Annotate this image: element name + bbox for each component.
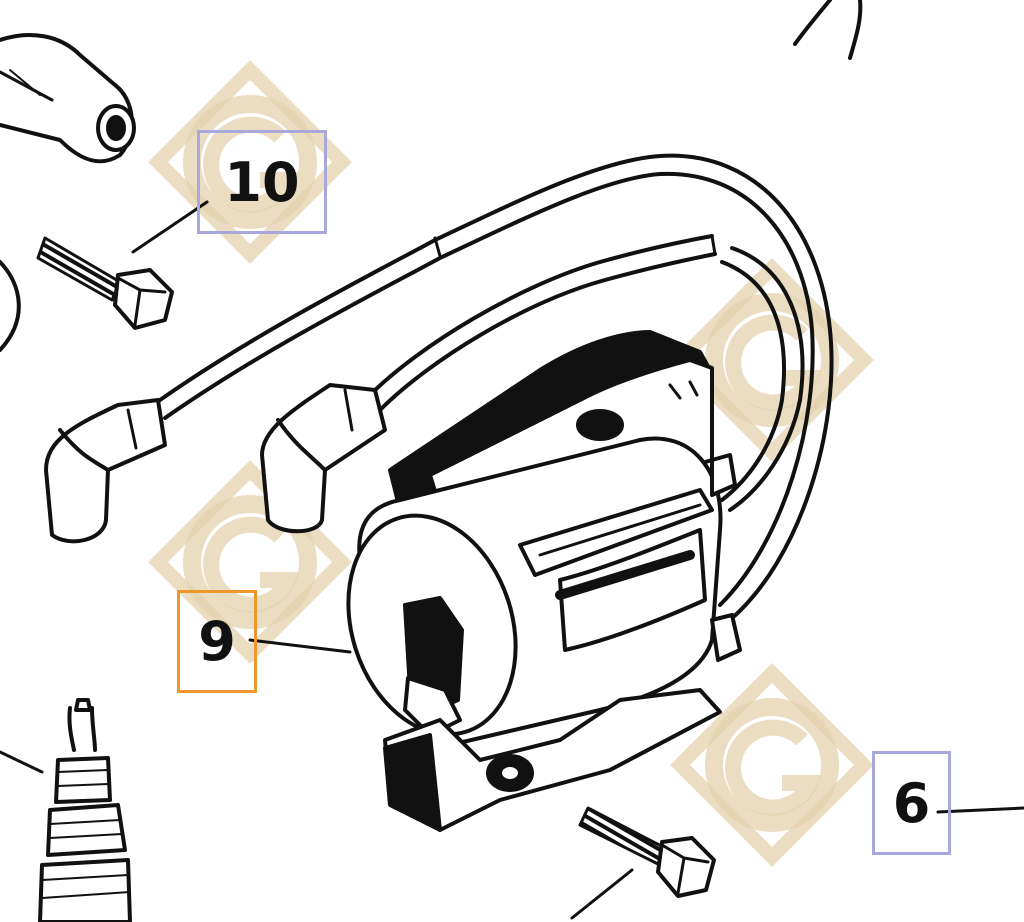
callout-10-label: 10 (224, 150, 300, 214)
spark-plug-boot-middle (260, 383, 387, 534)
callout-9[interactable]: 9 (177, 590, 257, 693)
ignition-coil (346, 330, 742, 832)
bolt-10 (36, 236, 174, 330)
leader-line-plug (0, 750, 44, 774)
callout-6-label: 6 (892, 771, 931, 835)
leader-line-bottom (570, 868, 634, 920)
wire-end-top (793, 0, 832, 46)
edge-part-left (0, 260, 21, 352)
leader-line-10 (131, 200, 209, 254)
callout-9-label: 9 (198, 610, 236, 673)
leader-line-9 (248, 638, 352, 654)
ht-lead-inner (368, 234, 805, 512)
spark-plug (38, 698, 132, 922)
wire-end-top-2 (848, 0, 863, 60)
ht-lead-outer (158, 153, 834, 622)
callout-6[interactable]: 6 (872, 751, 951, 855)
spark-plug-boot-left (44, 398, 167, 544)
leader-line-6 (936, 806, 1024, 814)
callout-10[interactable]: 10 (197, 130, 327, 234)
spark-plug-boot-top-left (0, 33, 136, 164)
bolt-6 (578, 806, 716, 898)
